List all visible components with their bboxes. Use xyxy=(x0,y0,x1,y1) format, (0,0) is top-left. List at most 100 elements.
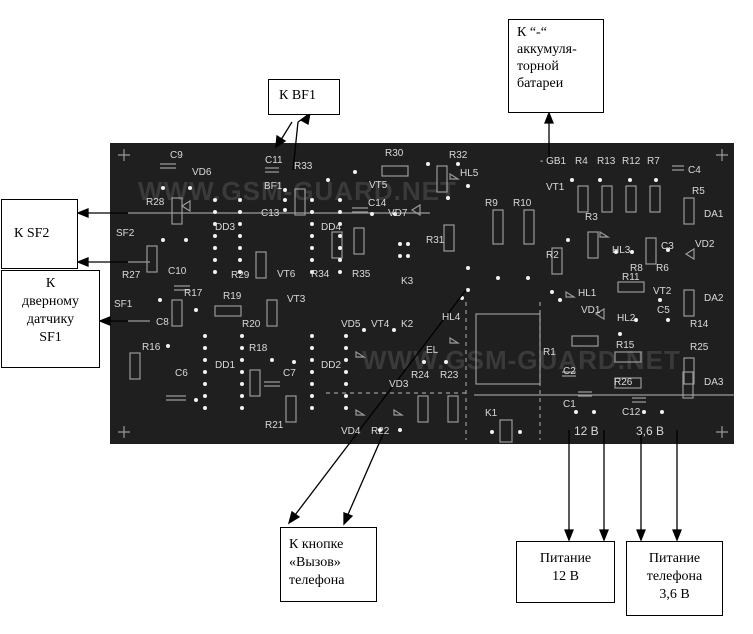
label-r6: R6 xyxy=(656,263,669,274)
label-c7: C7 xyxy=(283,368,296,379)
label-hl5: HL5 xyxy=(460,168,479,179)
callout-bf1: К BF1 xyxy=(268,79,340,115)
label-r15: R15 xyxy=(616,340,635,351)
label-vt3: VT3 xyxy=(287,294,306,305)
label-r13: R13 xyxy=(597,156,616,167)
callout-bf1-text: К BF1 xyxy=(279,88,316,103)
label-r24: R24 xyxy=(411,370,430,381)
label-r3: R3 xyxy=(585,212,598,223)
label-c3: C3 xyxy=(661,241,674,252)
label-vt1: VT1 xyxy=(546,182,565,193)
callout-battery-line1: К “-“ xyxy=(517,25,547,40)
label-c4: C4 xyxy=(688,165,701,176)
label-r14: R14 xyxy=(690,319,709,330)
label-vd3: VD3 xyxy=(389,379,409,390)
callout-sf2: К SF2 xyxy=(1,199,78,269)
label-r17: R17 xyxy=(184,288,203,299)
callout-door-line4: SF1 xyxy=(39,330,62,345)
label-c14: C14 xyxy=(368,198,387,209)
label-r2: R2 xyxy=(546,250,559,261)
callout-phone-power: Питание телефона 3,6 В xyxy=(626,541,723,616)
label-c6: C6 xyxy=(175,368,188,379)
label-vt6: VT6 xyxy=(277,269,296,280)
watermark-bottom: WWW.GSM-GUARD.NET xyxy=(362,345,681,375)
callout-door-line1: К xyxy=(45,276,56,291)
label-c5: C5 xyxy=(657,305,670,316)
label-hl4: HL4 xyxy=(442,312,461,323)
callout-battery: К “-“ аккумуля- торной батареи xyxy=(508,19,604,113)
label-c11: C11 xyxy=(265,155,283,166)
label-c1: C1 xyxy=(563,399,576,410)
callout-sf2-text: К SF2 xyxy=(14,226,50,241)
label-el: EL xyxy=(426,345,439,356)
label-r34: R34 xyxy=(311,269,330,280)
callout-phone-line3: 3,6 В xyxy=(659,587,690,602)
label-k3: K3 xyxy=(401,276,414,287)
label-gb1: - GB1 xyxy=(540,156,567,167)
label-r8: R8 xyxy=(630,263,643,274)
callout-call-button: К кнопке «Вызов» телефона xyxy=(280,527,377,602)
label-vt5: VT5 xyxy=(369,180,388,191)
callout-door-line3: датчику xyxy=(26,312,75,327)
callout-battery-line2: аккумуля- xyxy=(517,42,577,57)
label-dd1: DD1 xyxy=(215,360,236,371)
label-dd2: DD2 xyxy=(321,360,342,371)
label-r1: R1 xyxy=(543,347,556,358)
callout-battery-line4: батареи xyxy=(517,76,564,91)
label-r31: R31 xyxy=(426,235,445,246)
label-12v: 12 В xyxy=(574,424,599,438)
label-r11: R11 xyxy=(622,272,640,283)
callout-door-line2: дверному xyxy=(22,294,79,309)
callout-call-line1: К кнопке xyxy=(289,537,344,552)
watermark-top: WWW.GSM-GUARD.NET xyxy=(138,176,457,206)
label-r35: R35 xyxy=(352,269,371,280)
label-r30: R30 xyxy=(385,148,404,159)
label-r16: R16 xyxy=(142,342,161,353)
label-r12: R12 xyxy=(622,156,641,167)
label-vd5: VD5 xyxy=(341,319,361,330)
callout-call-line3: телефона xyxy=(289,573,345,588)
label-vd7: VD7 xyxy=(388,208,408,219)
label-c2: C2 xyxy=(563,366,576,377)
label-da2: DA2 xyxy=(704,293,724,304)
callout-call-line2: «Вызов» xyxy=(289,555,341,570)
label-r7: R7 xyxy=(647,156,660,167)
callout-phone-line2: телефона xyxy=(646,569,703,584)
label-vd1: VD1 xyxy=(581,305,601,316)
label-r21: R21 xyxy=(265,420,284,431)
label-sf2: SF2 xyxy=(116,228,135,239)
label-r18: R18 xyxy=(249,343,268,354)
callout-power12-line2: 12 В xyxy=(552,569,579,584)
label-r27: R27 xyxy=(122,270,141,281)
label-r33: R33 xyxy=(294,161,313,172)
label-hl2: HL2 xyxy=(617,313,636,324)
label-r10: R10 xyxy=(513,198,532,209)
label-r20: R20 xyxy=(242,319,261,330)
label-dd4: DD4 xyxy=(321,222,342,233)
label-vt2: VT2 xyxy=(653,286,672,297)
label-vd6: VD6 xyxy=(192,167,212,178)
callout-battery-line3: торной xyxy=(517,59,559,74)
label-vt4: VT4 xyxy=(371,319,390,330)
label-c10: C10 xyxy=(168,266,187,277)
label-3-6v: 3,6 В xyxy=(636,424,665,438)
label-r29: R29 xyxy=(231,270,250,281)
callout-phone-line1: Питание xyxy=(648,551,701,566)
label-vd4: VD4 xyxy=(341,426,361,437)
label-c13: C13 xyxy=(261,208,280,219)
label-r5: R5 xyxy=(692,186,705,197)
label-r25: R25 xyxy=(690,342,709,353)
callout-door-sensor: К дверному датчику SF1 xyxy=(1,270,100,368)
callout-power12-line1: Питание xyxy=(539,551,592,566)
label-c12: C12 xyxy=(622,407,641,418)
label-c8: C8 xyxy=(156,317,169,328)
label-c9: C9 xyxy=(170,150,183,161)
label-r9: R9 xyxy=(485,198,498,209)
label-r32: R32 xyxy=(449,150,468,161)
label-dd3: DD3 xyxy=(215,222,236,233)
label-da3: DA3 xyxy=(704,377,724,388)
label-da1: DA1 xyxy=(704,209,724,220)
label-sf1: SF1 xyxy=(114,299,133,310)
label-k1: K1 xyxy=(485,408,498,419)
